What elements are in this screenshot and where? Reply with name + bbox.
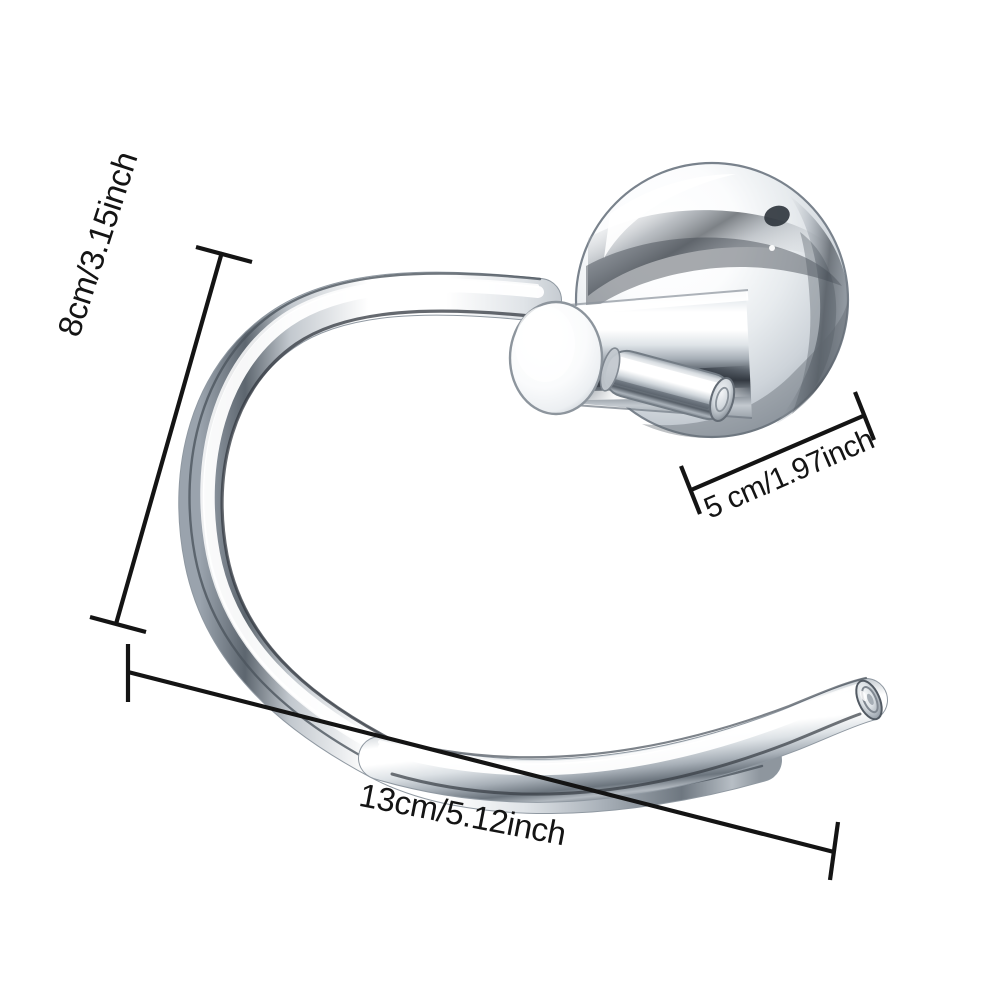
wall-plate-texture xyxy=(792,232,837,414)
wall-plate-right-shade xyxy=(776,196,848,424)
pin-end-cap-inner xyxy=(715,386,730,413)
width-dimension-tick-right xyxy=(827,821,841,881)
pin-shadow-line xyxy=(613,379,710,409)
wall-plate-dark-spot xyxy=(764,205,790,227)
pin-end-cap xyxy=(709,377,736,422)
arm-end-cap-highlight xyxy=(515,306,575,382)
arm-edge-top xyxy=(555,289,749,307)
wall-plate-sweep-dark xyxy=(586,237,842,314)
ring-tail xyxy=(358,676,888,803)
wall-plate-top-highlight xyxy=(604,174,736,258)
locking-pin xyxy=(599,347,736,422)
pin-base-collar xyxy=(599,347,621,392)
dimension-lines xyxy=(89,244,876,881)
tail-chrome-stroke xyxy=(359,679,887,802)
wall-plate-specular-dot xyxy=(769,245,775,251)
depth-dimension-tick-right xyxy=(853,391,876,441)
wall-plate-sweep xyxy=(588,210,846,296)
tail-highlight xyxy=(378,683,870,776)
tail-outer-edge xyxy=(376,676,868,759)
height-dimension-tick-bottom xyxy=(89,614,147,635)
tail-inner-edge xyxy=(390,712,862,796)
depth-dimension-tick-left xyxy=(679,465,702,515)
tube-tip-cap xyxy=(855,679,883,721)
height-dimension-line xyxy=(113,251,225,625)
wall-plate-bottom-rim xyxy=(642,300,848,438)
depth-dimension-line xyxy=(690,414,864,492)
pin-highlight xyxy=(616,356,720,390)
height-dimension-tick-top xyxy=(195,244,253,265)
arm-top-highlight xyxy=(555,291,749,317)
width-dimension-line xyxy=(127,669,835,855)
